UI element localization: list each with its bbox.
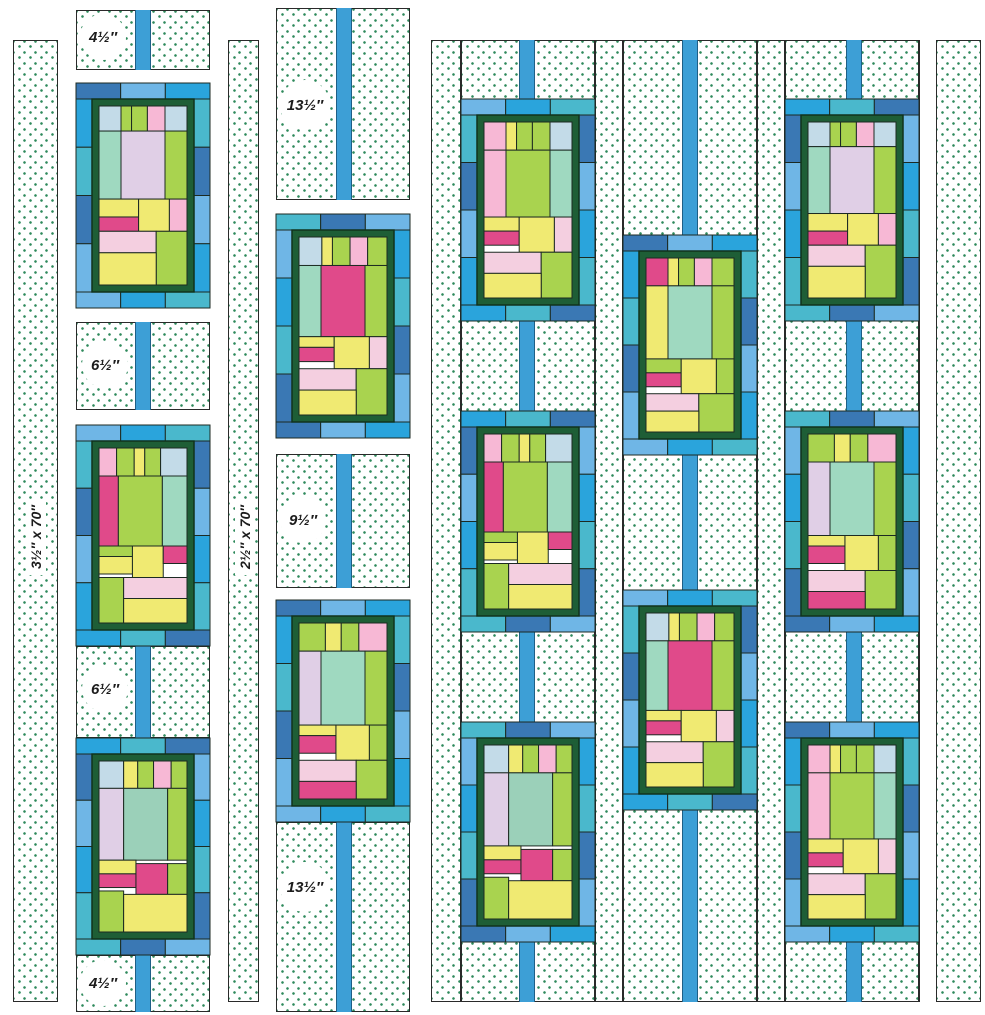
col2-bottom-label: 13½″ xyxy=(280,862,330,912)
quilt-column-2-sash xyxy=(682,40,698,1002)
block-8 xyxy=(461,722,595,942)
quilt-sash-strip-1 xyxy=(595,40,623,1002)
quilt-left-border xyxy=(431,40,461,1002)
block-4 xyxy=(276,214,410,438)
col1-mid1-sash xyxy=(135,322,151,410)
block-5 xyxy=(276,600,410,822)
right-border-strip xyxy=(936,40,981,1002)
col2-top-sash xyxy=(336,8,352,200)
quilt-sash-strip-2 xyxy=(757,40,785,1002)
col1-mid1-label: 6½″ xyxy=(82,342,128,388)
col1-top-sash xyxy=(135,10,151,70)
block-13 xyxy=(785,722,919,942)
sashing-strip-label: 2½″ x 70″ xyxy=(235,499,255,575)
block-11 xyxy=(785,99,919,321)
block-6 xyxy=(461,99,595,321)
col1-bottom-sash xyxy=(135,955,151,1012)
col1-top-label: 4½″ xyxy=(80,14,126,60)
col1-mid2-sash xyxy=(135,646,151,738)
block-1 xyxy=(76,83,210,308)
col1-bottom-label: 4½″ xyxy=(80,960,126,1006)
col2-mid-sash xyxy=(336,454,352,588)
block-9 xyxy=(623,235,757,455)
col2-bottom-sash xyxy=(336,822,352,1012)
block-2 xyxy=(76,425,210,646)
block-12 xyxy=(785,411,919,632)
col1-mid2-label: 6½″ xyxy=(82,666,128,712)
left-border-label: 3½″ x 70″ xyxy=(26,499,46,575)
col2-top-label: 13½″ xyxy=(280,80,330,130)
col2-mid-label: 9½″ xyxy=(280,497,326,543)
block-7 xyxy=(461,411,595,632)
block-10 xyxy=(623,590,757,810)
block-3 xyxy=(76,738,210,955)
